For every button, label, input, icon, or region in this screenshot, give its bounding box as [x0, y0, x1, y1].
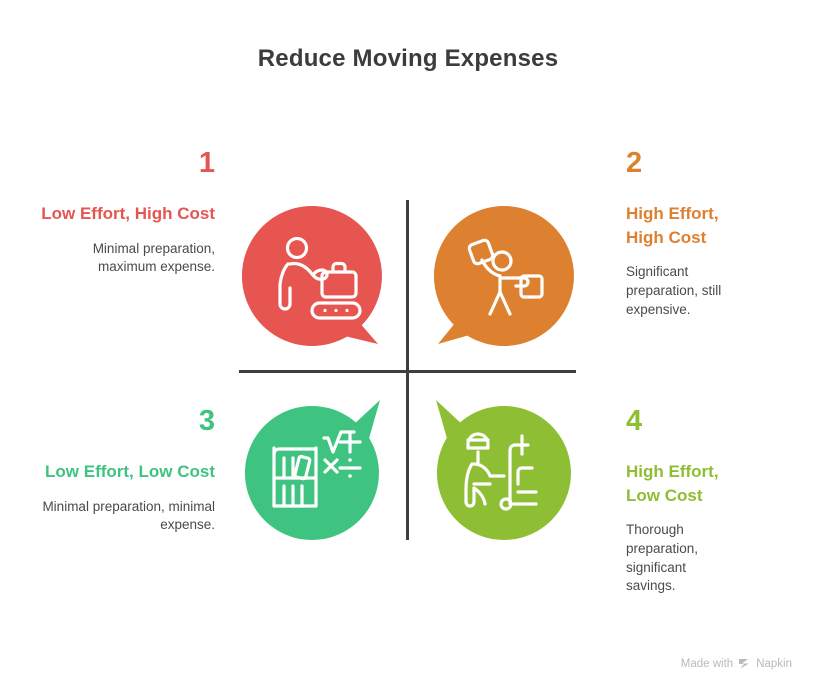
quadrant-3-heading: Low Effort, Low Cost — [45, 461, 215, 481]
quadrant-4-description: Thorough preparation, significant saving… — [626, 522, 699, 594]
page-title: Reduce Moving Expenses — [257, 45, 559, 72]
napkin-watermark[interactable]: Made with Napkin — [681, 657, 792, 670]
quadrant-4-icon-bubble[interactable] — [432, 396, 576, 540]
made-with-label: Made with — [680, 657, 734, 670]
quadrant-3-description: Minimal preparation, minimal expense. — [42, 498, 215, 533]
quadrant-4-number: 4 — [626, 405, 643, 437]
quadrant-4-heading: High Effort, Low Cost — [626, 461, 719, 505]
quadrant-1-description: Minimal preparation, maximum expense. — [92, 240, 215, 275]
quadrant-2-number: 2 — [626, 147, 643, 179]
napkin-brand-label: Napkin — [756, 657, 792, 670]
napkin-logo-icon — [739, 659, 750, 669]
quadrant-3-text: 3 Low Effort, Low Cost Minimal preparati… — [40, 405, 215, 535]
divider-vertical — [406, 200, 409, 540]
quadrant-2-text: 2 High Effort, High Cost Significant pre… — [626, 147, 801, 319]
person-luggage-conveyor-icon — [241, 206, 382, 346]
quadrant-2-icon-bubble[interactable] — [432, 204, 576, 348]
quadrant-2-description: Significant preparation, still expensive… — [626, 264, 722, 317]
quadrant-2-heading: High Effort, High Cost — [626, 203, 719, 247]
quadrant-1-icon-bubble[interactable] — [240, 204, 384, 348]
quadrant-1-heading: Low Effort, High Cost — [41, 203, 215, 223]
quadrant-4-text: 4 High Effort, Low Cost Thorough prepara… — [626, 405, 801, 596]
quadrant-3-icon-bubble[interactable] — [240, 396, 384, 540]
quadrant-1-number: 1 — [198, 147, 215, 179]
person-carrying-boxes-icon — [433, 206, 574, 346]
worker-hand-truck-icon — [436, 400, 571, 540]
quadrant-3-number: 3 — [198, 405, 215, 437]
bookshelf-math-symbols-icon — [244, 400, 380, 540]
quadrant-1-text: 1 Low Effort, High Cost Minimal preparat… — [40, 147, 215, 277]
